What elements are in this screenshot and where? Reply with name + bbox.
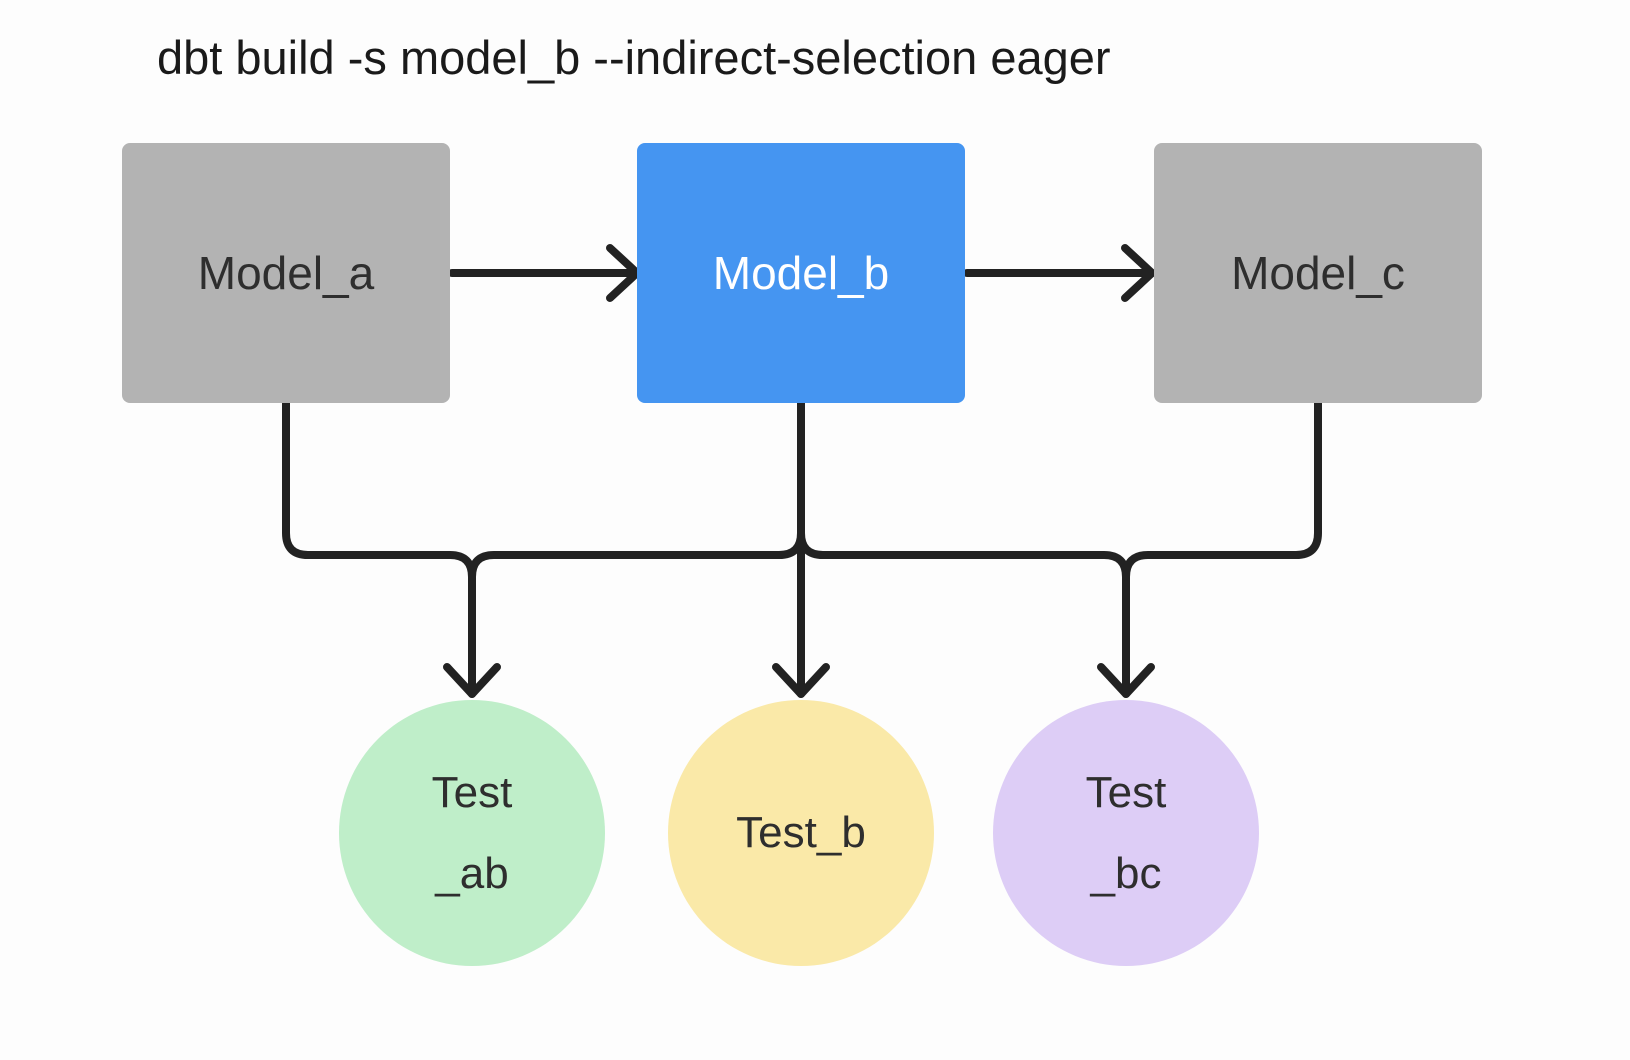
node-model-c: Model_c (1154, 143, 1482, 403)
node-test-ab: Test _ab (339, 700, 605, 966)
arrowhead-model-c (1121, 244, 1156, 302)
node-test-bc: Test _bc (993, 700, 1259, 966)
node-test-bc-label-line1: Test (1085, 767, 1167, 817)
node-test-b-label-line1: Test_b (736, 808, 866, 858)
arrowhead-test-ab (443, 663, 501, 698)
edge-model-a-to-test-ab (282, 399, 476, 698)
node-model-b: Model_b (637, 143, 965, 403)
edge-model-b-to-test-ab (468, 399, 805, 581)
node-test-ab-label-line1: Test (431, 767, 513, 817)
edge-model-b-to-test-bc (797, 399, 1130, 698)
node-test-ab-label-line2: _ab (435, 849, 509, 898)
edge-model-c-to-test-bc (1122, 399, 1322, 581)
node-model-b-label: Model_b (712, 247, 890, 299)
node-test-bc-label-line2: _bc (1090, 849, 1162, 898)
arrowhead-test-b (772, 663, 830, 698)
arrowhead-test-bc (1097, 663, 1155, 698)
node-model-a-label: Model_a (197, 247, 375, 299)
node-model-c-label: Model_c (1231, 247, 1405, 299)
node-model-a: Model_a (122, 143, 450, 403)
arrowhead-model-b (606, 244, 641, 302)
diagram-title: dbt build -s model_b --indirect-selectio… (157, 31, 1111, 84)
node-test-b: Test_b (668, 700, 934, 966)
